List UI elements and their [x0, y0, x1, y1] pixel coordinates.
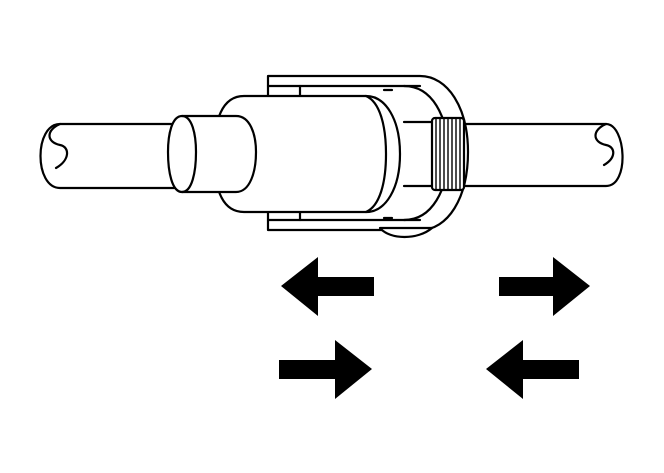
arrow-left-icon	[281, 257, 374, 316]
arrow-left-icon	[486, 340, 579, 399]
connector-collar	[212, 88, 402, 220]
arrow-right-icon	[499, 257, 590, 316]
arrow-right-icon	[279, 340, 372, 399]
locking-ring	[378, 84, 466, 239]
left-pipe	[39, 114, 258, 194]
right-pipe	[448, 122, 624, 188]
